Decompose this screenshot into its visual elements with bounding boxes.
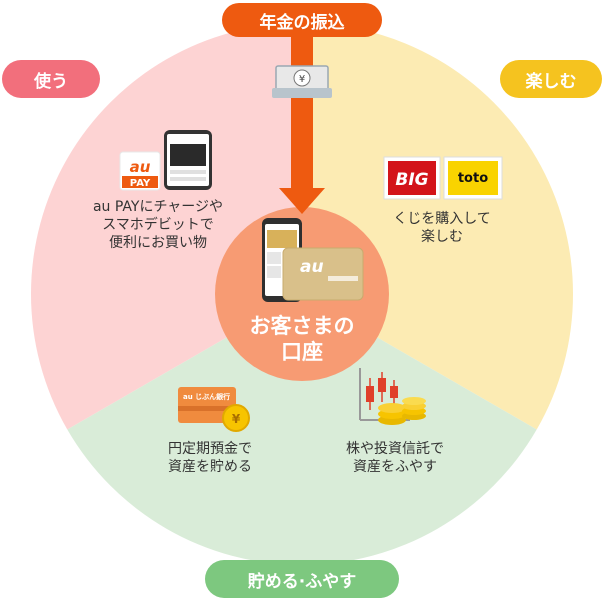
center-label-line2: 口座 (281, 340, 323, 364)
yen-coin-icon: ¥ (222, 404, 250, 432)
arrow-head (279, 188, 325, 214)
save-label: 貯める·ふやす (247, 571, 357, 592)
svg-text:¥: ¥ (232, 412, 241, 426)
arrow-shaft (291, 30, 313, 192)
enjoy-pill: 楽しむ (500, 60, 602, 98)
toto-logo: toto (443, 156, 503, 200)
aupay-logo: au PAY (119, 151, 161, 191)
cash-icon: ¥ (272, 65, 332, 98)
use-label: 使う (34, 71, 68, 92)
center-card-icon: au (282, 247, 364, 301)
svg-text:PAY: PAY (130, 178, 151, 189)
save-sector (67, 294, 537, 566)
deposit-caption: 円定期預金で 資産を貯める (168, 441, 252, 475)
top-label-pill: 年金の振込 (222, 3, 382, 37)
bank-card-icon: au じぶん銀行 (178, 387, 236, 423)
enjoy-caption: くじを購入して 楽しむ (393, 211, 491, 245)
svg-text:toto: toto (458, 171, 488, 186)
center-label-line1: お客さまの (249, 314, 355, 338)
big-logo: BIG (383, 156, 441, 200)
top-label: 年金の振込 (259, 12, 345, 33)
coin-stack-icon (378, 397, 426, 425)
svg-text:au じぶん銀行: au じぶん銀行 (183, 392, 230, 401)
aupay-phone-icon (164, 130, 212, 190)
svg-text:au: au (130, 158, 151, 176)
svg-text:¥: ¥ (299, 74, 305, 85)
svg-text:au: au (300, 257, 324, 277)
save-pill: 貯める·ふやす (205, 560, 399, 598)
svg-text:BIG: BIG (395, 170, 428, 190)
use-pill: 使う (2, 60, 100, 98)
invest-caption: 株や投資信託で 資産をふやす (346, 441, 444, 475)
enjoy-label: 楽しむ (525, 71, 577, 92)
use-caption: au PAYにチャージや スマホデビットで 便利にお買い物 (92, 199, 224, 251)
center-label: お客さまの 口座 (242, 313, 362, 365)
